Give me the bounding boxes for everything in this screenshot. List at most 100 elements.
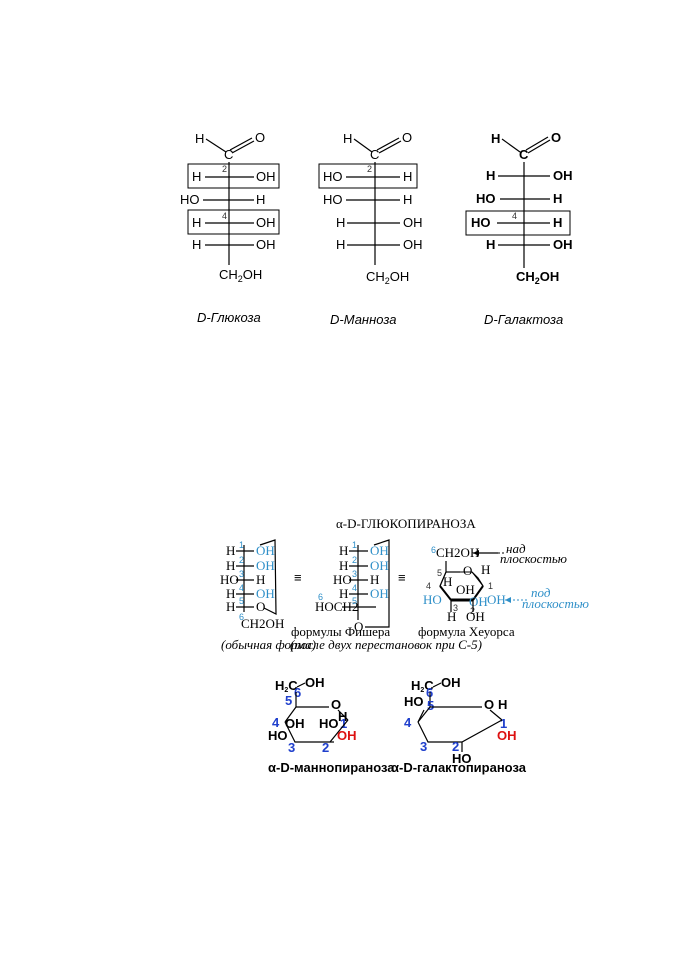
svg-text:H: H <box>339 558 348 573</box>
ring-galactopyranose: H2C OH 6 5 O H HO 4 1 OH 3 2 HO α-D-гала… <box>391 675 527 775</box>
mannopyranose-name: α-D-маннопираноза <box>268 760 395 775</box>
svg-text:C: C <box>370 147 379 162</box>
svg-text:OH: OH <box>441 675 461 690</box>
mannose-c3-left: HO <box>323 192 343 207</box>
mannose-c5-left: H <box>336 237 345 252</box>
mannose-c3-right: H <box>403 192 412 207</box>
svg-text:3: 3 <box>288 740 295 755</box>
glucose-name: D-Глюкоза <box>197 310 261 325</box>
svg-text:CH2OH: CH2OH <box>241 616 284 631</box>
svg-text:OH: OH <box>256 586 275 601</box>
galactose-c4-left: HO <box>471 215 491 230</box>
svg-text:OH: OH <box>370 543 389 558</box>
svg-text:1: 1 <box>340 716 347 731</box>
glucose-c5-left: H <box>192 237 201 252</box>
svg-text:HO: HO <box>319 716 339 731</box>
svg-text:1: 1 <box>352 540 357 550</box>
mannose-top-h: H <box>343 131 352 146</box>
galactose-top-o: O <box>551 130 561 145</box>
svg-text:OH: OH <box>469 594 488 609</box>
equivalent-sign-1: ≡ <box>294 570 302 585</box>
svg-text:H: H <box>226 543 235 558</box>
svg-text:4: 4 <box>239 583 244 593</box>
svg-text:OH: OH <box>256 543 275 558</box>
svg-text:H: H <box>226 599 235 614</box>
glucose-top-h: H <box>195 131 204 146</box>
svg-text:3: 3 <box>453 603 458 613</box>
fischer-galactose: H O C H OH HO H HO H 4 H OH CH2OH D-Гала… <box>465 130 573 327</box>
svg-text:H: H <box>338 709 347 724</box>
mannose-c2-right: H <box>403 169 412 184</box>
glucopyranose-haworth: 6 CH2OH над плоскостью 5 O H 4 H OH 1 HO… <box>423 541 589 624</box>
mannose-c4-left: H <box>336 215 345 230</box>
svg-text:H: H <box>339 543 348 558</box>
caption-haworth: формула Хеуорса <box>418 624 515 639</box>
galactose-name: D-Галактоза <box>484 312 563 327</box>
svg-text:H: H <box>481 562 490 577</box>
svg-text:C: C <box>224 147 233 162</box>
svg-text:OH: OH <box>370 586 389 601</box>
mannose-c4-right: OH <box>403 215 423 230</box>
glucose-c3-left: HO <box>180 192 200 207</box>
svg-text:H: H <box>256 572 265 587</box>
glucose-num-2: 2 <box>222 164 227 174</box>
svg-text:O: O <box>484 697 494 712</box>
svg-text:OH: OH <box>466 609 485 624</box>
svg-text:H: H <box>447 609 456 624</box>
svg-text:над: над <box>506 541 526 556</box>
svg-text:HOCH2: HOCH2 <box>315 599 358 614</box>
svg-text:O: O <box>354 619 363 634</box>
svg-text:H: H <box>226 586 235 601</box>
svg-text:CH2OH: CH2OH <box>219 267 262 284</box>
galactose-c3-left: HO <box>476 191 496 206</box>
svg-text:6: 6 <box>294 685 301 700</box>
galactose-c5-left: H <box>486 237 495 252</box>
svg-text:4: 4 <box>352 583 357 593</box>
glucopyranose-fischer-2: H OH 1 H OH 2 HO H 3 H OH 4 6 HOCH2 5 O <box>315 539 390 634</box>
svg-text:OH: OH <box>305 675 325 690</box>
galactopyranose-name: α-D-галактопираноза <box>391 760 527 775</box>
fischer-mannose: H O C HO H 2 HO H H OH H OH CH2OH D-Манн… <box>318 130 423 327</box>
svg-text:HO: HO <box>220 572 239 587</box>
svg-text:O: O <box>256 599 265 614</box>
svg-text:1: 1 <box>239 540 244 550</box>
svg-text:5: 5 <box>239 596 244 606</box>
svg-text:OH: OH <box>456 582 475 597</box>
svg-text:5: 5 <box>352 596 357 606</box>
svg-text:OH: OH <box>256 558 275 573</box>
glucopyranose-section: α-D-ГЛЮКОПИРАНОЗА H OH 1 H OH 2 HO H 3 H… <box>220 516 589 652</box>
svg-text:1: 1 <box>500 716 507 731</box>
svg-text:OH: OH <box>370 558 389 573</box>
svg-text:2: 2 <box>322 740 329 755</box>
svg-text:H: H <box>339 586 348 601</box>
svg-text:H: H <box>226 558 235 573</box>
svg-text:5: 5 <box>437 568 442 578</box>
svg-text:OH: OH <box>487 592 506 607</box>
svg-text:HO: HO <box>423 592 442 607</box>
svg-text:HO: HO <box>452 751 472 766</box>
glucopyranose-title: α-D-ГЛЮКОПИРАНОЗА <box>336 516 476 531</box>
glucose-top-o: O <box>255 130 265 145</box>
mannose-name: D-Манноза <box>330 312 396 327</box>
glucose-num-4: 4 <box>222 211 227 221</box>
mannose-c5-right: OH <box>403 237 423 252</box>
fischer-glucose: H O C H OH 2 HO H H OH 4 H OH CH2OH D-Гл… <box>180 130 280 325</box>
svg-text:4: 4 <box>426 581 431 591</box>
svg-text:6: 6 <box>239 612 244 622</box>
caption-fischer: формулы Фишера <box>291 624 390 639</box>
mannose-box-c2 <box>318 163 418 189</box>
svg-text:CH2OH: CH2OH <box>516 269 559 286</box>
svg-text:O: O <box>331 697 341 712</box>
svg-text:HO: HO <box>404 694 424 709</box>
svg-text:5: 5 <box>427 698 434 713</box>
svg-text:плоскостью: плоскостью <box>500 551 567 566</box>
glucose-c3-right: H <box>256 192 265 207</box>
svg-text:OH: OH <box>285 716 305 731</box>
svg-text:под: под <box>531 585 551 600</box>
galactose-c2-right: OH <box>553 168 573 183</box>
svg-text:H: H <box>498 697 507 712</box>
svg-text:3: 3 <box>420 739 427 754</box>
svg-text:2: 2 <box>352 555 357 565</box>
mannose-c2-left: HO <box>323 169 343 184</box>
svg-text:2: 2 <box>239 555 244 565</box>
